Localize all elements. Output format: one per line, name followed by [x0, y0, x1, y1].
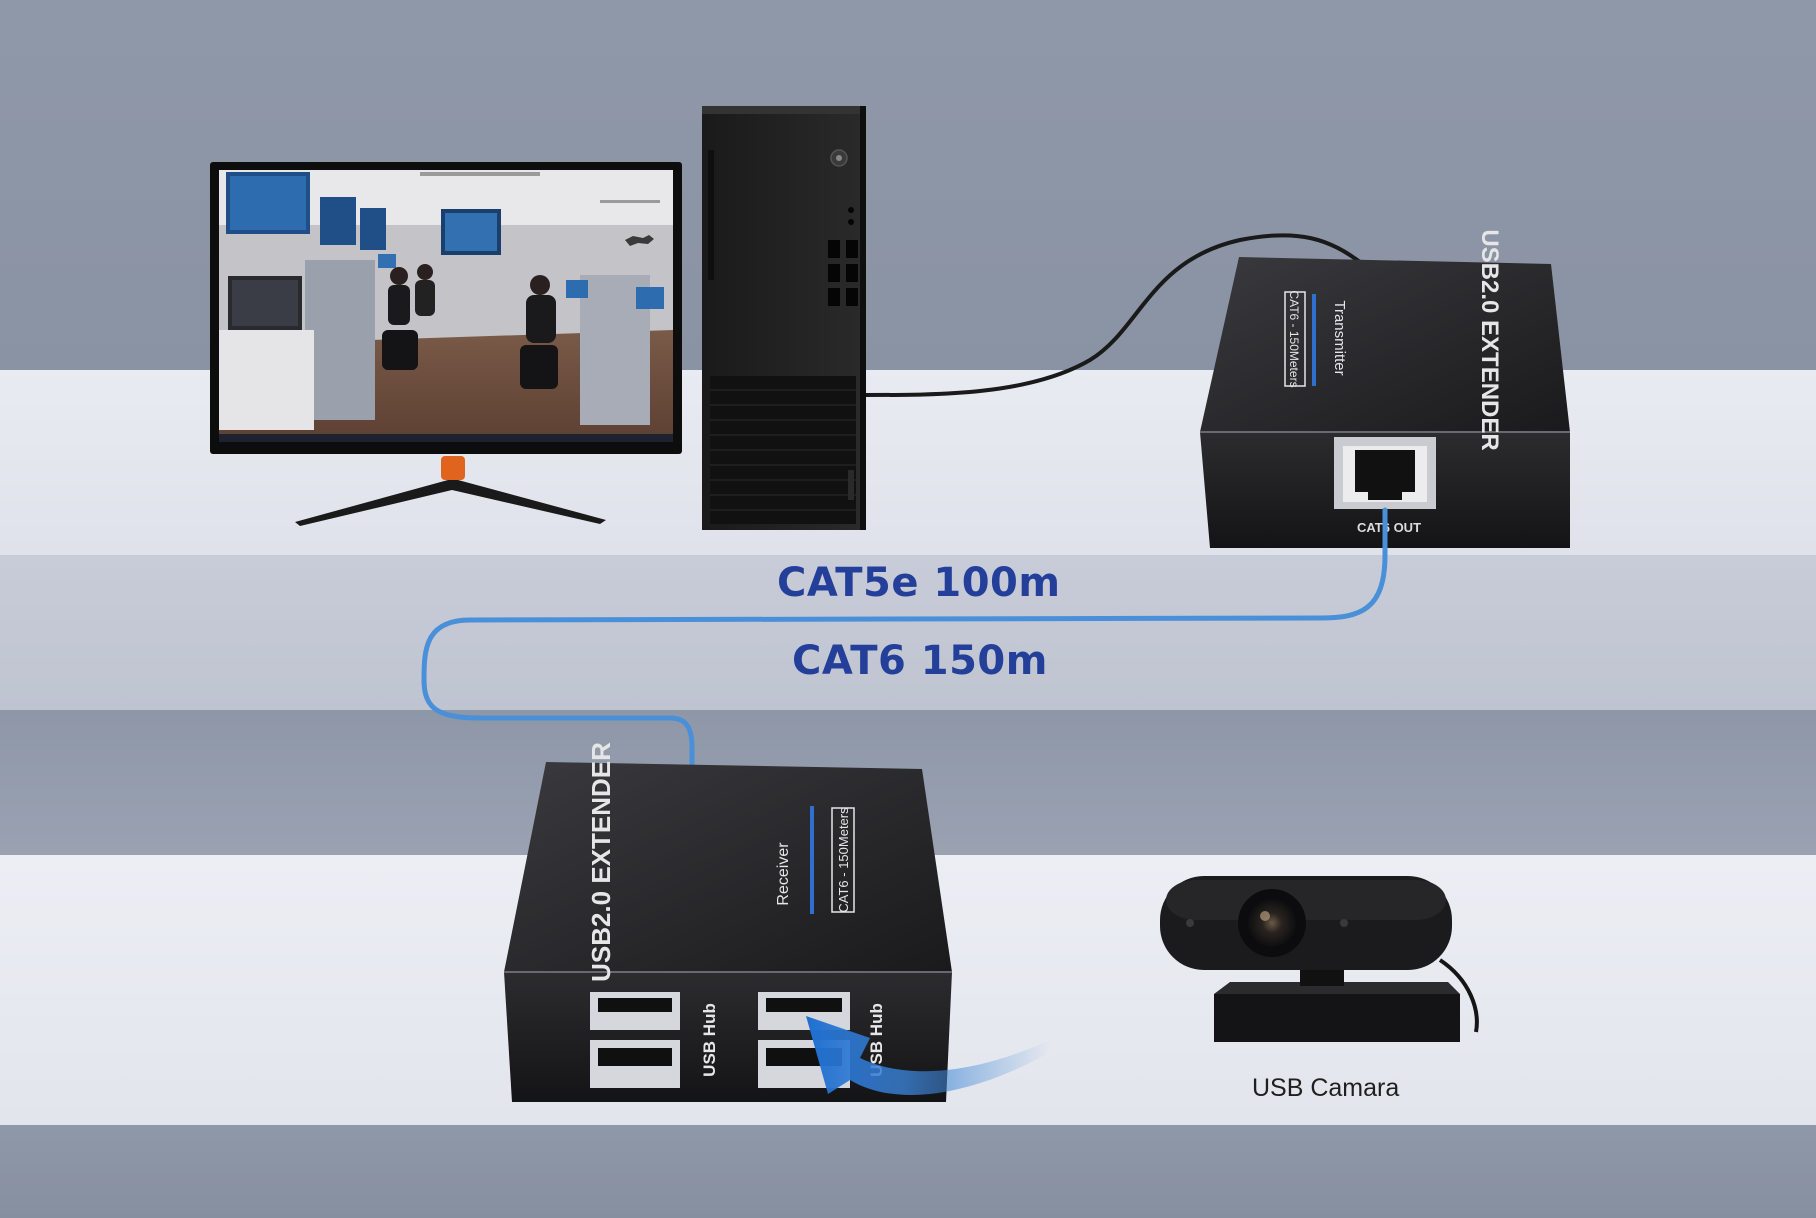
- connection-arrow-icon: [806, 1016, 1050, 1095]
- receiver-hub-label-right: USB Hub: [867, 1003, 886, 1077]
- svg-text:Transmitter: Transmitter: [1331, 300, 1348, 375]
- usb-camera: [1160, 876, 1479, 1042]
- svg-text:CAT6 - 150Meters: CAT6 - 150Meters: [1287, 290, 1301, 387]
- ethernet-cable: [421, 507, 1388, 771]
- svg-text:USB Hub: USB Hub: [700, 1003, 719, 1077]
- pc-tower: [702, 106, 866, 530]
- usb-ports-left: [590, 992, 680, 1088]
- transmitter-port-label: CAT6 OUT: [1357, 520, 1421, 535]
- receiver-title: USB2.0 EXTENDER: [586, 742, 616, 982]
- receiver-spec-badge: CAT6 - 150Meters: [831, 807, 855, 913]
- transmitter-blue-line: [1312, 294, 1316, 386]
- cable-length-cat6: CAT6 150m: [792, 638, 1048, 684]
- usb-cable-pc: [865, 233, 1362, 397]
- svg-text:USB2.0 EXTENDER: USB2.0 EXTENDER: [1476, 229, 1503, 450]
- receiver-role: Receiver: [775, 842, 792, 906]
- transmitter-spec-badge: CAT6 - 150Meters: [1284, 290, 1306, 388]
- monitor: [210, 162, 682, 526]
- transmitter-box: [1200, 257, 1570, 548]
- camera-caption: USB Camara: [1252, 1074, 1400, 1102]
- transmitter-role: Transmitter: [1331, 300, 1348, 375]
- cable-length-cat5e: CAT5e 100m: [777, 560, 1061, 606]
- receiver-blue-line: [810, 806, 814, 914]
- transmitter-title: USB2.0 EXTENDER: [1476, 229, 1503, 450]
- monitor-screen: [219, 170, 673, 442]
- svg-text:USB2.0 EXTENDER: USB2.0 EXTENDER: [586, 742, 616, 982]
- receiver-box: [504, 762, 952, 1102]
- svg-text:CAT6 - 150Meters: CAT6 - 150Meters: [836, 807, 851, 913]
- svg-text:USB Hub: USB Hub: [867, 1003, 886, 1077]
- shelf-lower-front: [0, 1125, 1816, 1218]
- shelf-upper-front: [0, 555, 1816, 710]
- svg-text:Receiver: Receiver: [775, 842, 792, 906]
- receiver-hub-label-left: USB Hub: [700, 1003, 719, 1077]
